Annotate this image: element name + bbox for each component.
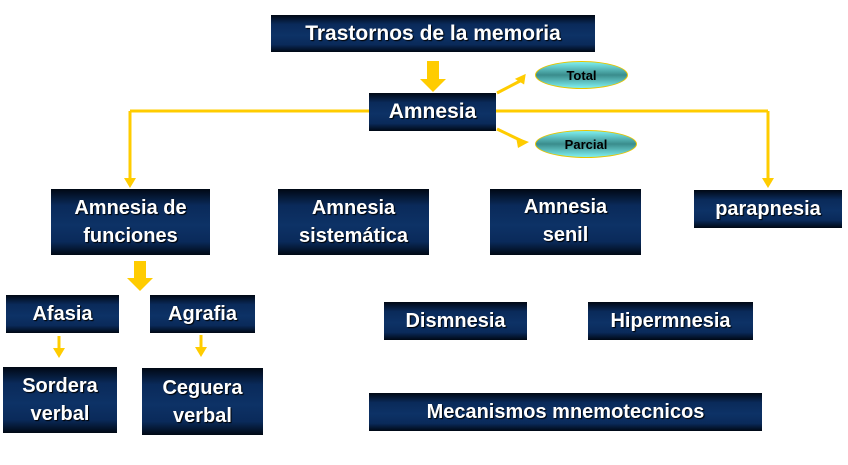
ceguera-label: Ceguera verbal bbox=[162, 376, 243, 427]
sordera-box: Sordera verbal bbox=[3, 367, 117, 433]
funciones-label: Amnesia de funciones bbox=[74, 197, 187, 247]
title: Trastornos de la memoria bbox=[305, 21, 561, 45]
arrowhead-funciones bbox=[124, 178, 136, 188]
amnesia-label: Amnesia bbox=[388, 100, 477, 123]
senil-label: Amnesia senil bbox=[523, 196, 608, 246]
parapnesia-box: parapnesia bbox=[694, 190, 842, 228]
agrafia-box: Agrafia bbox=[150, 295, 255, 333]
arrow-agrafia-down bbox=[195, 347, 207, 357]
total-ellipse: Total bbox=[535, 61, 628, 89]
afasia-label: Afasia bbox=[32, 303, 93, 325]
parapnesia-label: parapnesia bbox=[715, 198, 821, 220]
dismnesia-box: Dismnesia bbox=[384, 302, 527, 340]
total-label: Total bbox=[566, 67, 597, 83]
arrow-total bbox=[496, 78, 523, 95]
hipermnesia-label: Hipermnesia bbox=[610, 310, 731, 332]
hipermnesia-box: Hipermnesia bbox=[588, 302, 753, 340]
arrow-afasia-down bbox=[53, 348, 65, 358]
mecanismos-label: Mecanismos mnemotecnicos bbox=[426, 401, 705, 423]
agrafia-label: Agrafia bbox=[168, 303, 237, 325]
dismnesia-label: Dismnesia bbox=[405, 310, 506, 332]
funciones-box: Amnesia de funciones bbox=[51, 189, 210, 255]
ceguera-box: Ceguera verbal bbox=[142, 368, 263, 435]
arrowhead-parapnesia bbox=[762, 178, 774, 188]
parcial-label: Parcial bbox=[564, 136, 608, 152]
parcial-ellipse: Parcial bbox=[535, 130, 637, 158]
afasia-box: Afasia bbox=[6, 295, 119, 333]
sistematica-label: Amnesia sistemática bbox=[299, 197, 408, 247]
arrow-title-to-amnesia bbox=[420, 61, 446, 92]
title-box: Trastornos de la memoria bbox=[271, 15, 595, 52]
senil-box: Amnesia senil bbox=[490, 189, 641, 255]
amnesia-box: Amnesia bbox=[369, 93, 496, 131]
arrow-funciones-down bbox=[127, 261, 153, 291]
sordera-label: Sordera verbal bbox=[22, 375, 98, 425]
mecanismos-box: Mecanismos mnemotecnicos bbox=[369, 393, 762, 431]
sistematica-box: Amnesia sistemática bbox=[278, 189, 429, 255]
